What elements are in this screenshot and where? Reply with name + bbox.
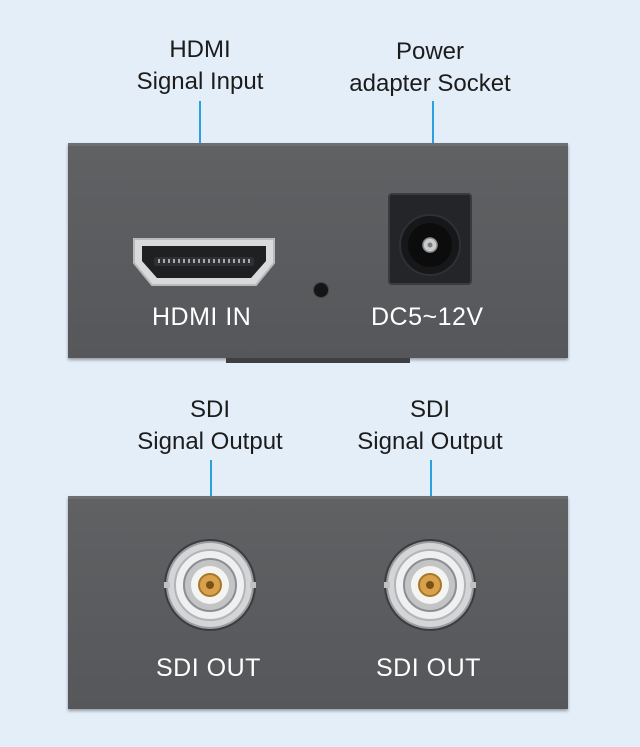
- callout-hdmi-line-2: Signal Input: [136, 68, 264, 95]
- callout-sdi-left-line-2: Signal Output: [137, 428, 283, 455]
- label-dc-voltage: DC5~12V: [371, 303, 484, 331]
- label-hdmi-in: HDMI IN: [152, 303, 252, 331]
- bnc-connector-icon: [164, 539, 256, 631]
- panel-foot: [226, 358, 410, 363]
- indicator-led-icon: [314, 283, 328, 297]
- device-panel-hdmi-side: HDMI IN DC5~12V: [68, 143, 568, 363]
- callout-sdi-left-line-1: SDI: [189, 396, 230, 423]
- callout-power-line-1: Power: [395, 38, 465, 65]
- bnc-connector-icon: [384, 539, 476, 631]
- callout-sdi-right-line-2: Signal Output: [357, 428, 503, 455]
- hdmi-port-icon: [133, 238, 275, 286]
- callout-hdmi-signal-input: HDMI Signal Input: [100, 34, 300, 98]
- callout-power-line-2: adapter Socket: [349, 70, 511, 97]
- callout-sdi-output-right: SDI Signal Output: [330, 394, 530, 458]
- label-sdi-out-left: SDI OUT: [156, 654, 261, 682]
- dc-power-jack-icon: [388, 193, 472, 285]
- callout-sdi-output-left: SDI Signal Output: [110, 394, 310, 458]
- callout-hdmi-line-1: HDMI: [169, 36, 231, 63]
- device-panel-sdi-side: SDI OUT SDI OUT: [68, 496, 568, 709]
- callout-sdi-right-line-1: SDI: [409, 396, 450, 423]
- callout-power-adapter-socket: Power adapter Socket: [330, 36, 530, 100]
- label-sdi-out-right: SDI OUT: [376, 654, 481, 682]
